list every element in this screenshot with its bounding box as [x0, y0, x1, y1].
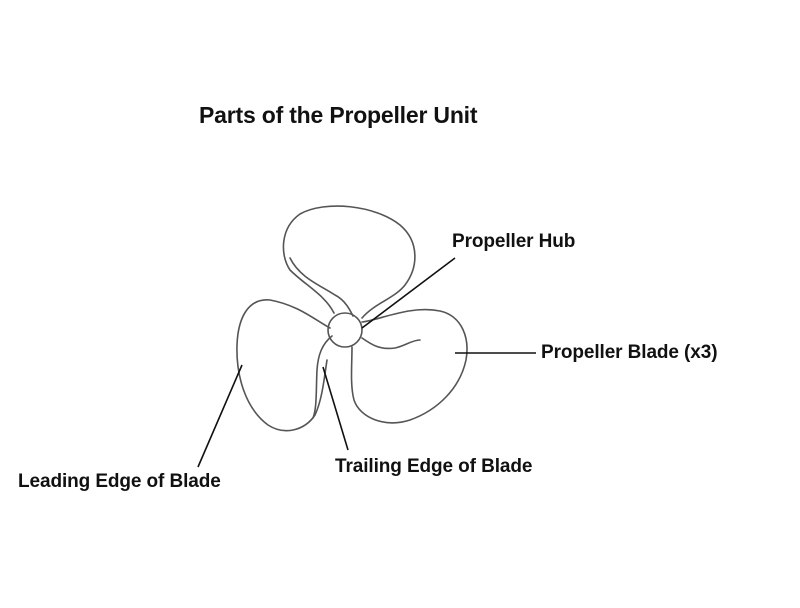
- propeller-blade-top: [282, 205, 416, 319]
- leader-line-trailing-edge: [322, 366, 349, 451]
- propeller-blade-right: [350, 308, 468, 424]
- label-propeller-blade: Propeller Blade (x3): [541, 342, 718, 363]
- leader-line-hub: [361, 257, 456, 329]
- diagram-title: Parts of the Propeller Unit: [199, 102, 478, 128]
- leader-line-leading-edge: [197, 364, 243, 468]
- propeller-blade-left: [236, 299, 333, 432]
- label-trailing-edge: Trailing Edge of Blade: [335, 456, 533, 477]
- label-leading-edge: Leading Edge of Blade: [18, 471, 221, 492]
- propeller-hub: [327, 312, 363, 348]
- label-propeller-hub: Propeller Hub: [452, 231, 576, 252]
